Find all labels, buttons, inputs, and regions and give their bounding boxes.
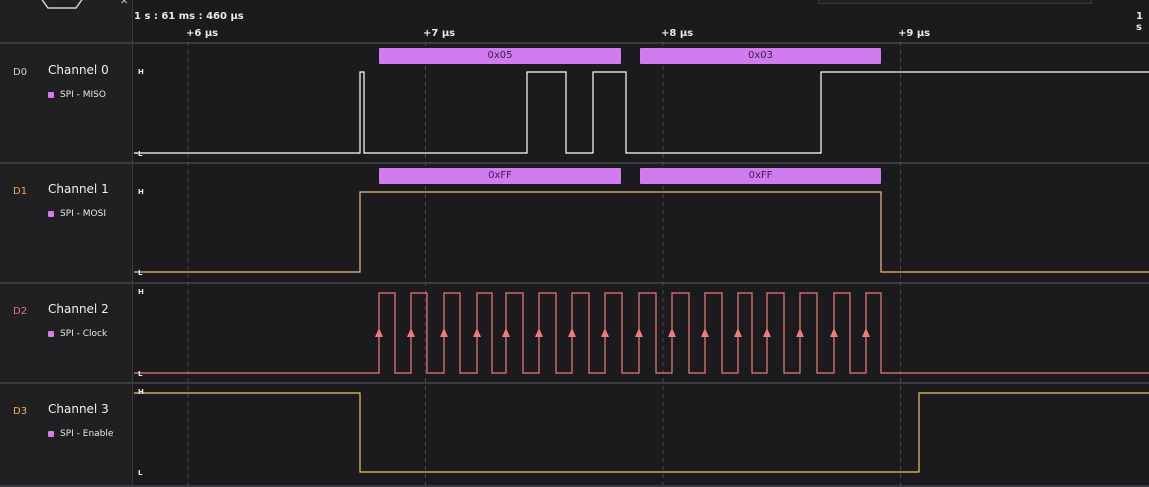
tick-label-7us: +7 µs xyxy=(423,28,456,39)
channel-id: D1 xyxy=(13,186,28,197)
waveform-channel-1 xyxy=(134,191,1149,273)
channel-label-3[interactable]: D3 Channel 3 SPI - Enable xyxy=(0,384,132,485)
rising-edge-marker-8 xyxy=(635,328,643,337)
channel-name[interactable]: Channel 1 xyxy=(48,182,109,196)
analyzer-color-icon xyxy=(48,210,54,217)
decoded-byte-miso-2[interactable]: 0x03 xyxy=(640,48,881,64)
overlay-panel xyxy=(818,0,1092,4)
channel-name[interactable]: Channel 2 xyxy=(48,302,109,316)
level-low-2: L xyxy=(138,370,143,378)
channel-label-1[interactable]: D1 Channel 1 SPI - MOSI xyxy=(0,164,132,284)
clock-trace xyxy=(134,292,1149,374)
rising-edge-marker-0 xyxy=(375,328,383,337)
absolute-time: 1 s : 61 ms : 460 µs xyxy=(134,11,244,22)
channel-row-2[interactable]: D2 Channel 2 SPI - Clock xyxy=(0,282,1149,384)
rising-edge-marker-15 xyxy=(862,328,870,337)
rising-edge-marker-7 xyxy=(601,328,609,337)
right-edge-time: 1 s xyxy=(1136,11,1143,33)
level-low-0: L xyxy=(138,150,143,158)
rising-edge-marker-11 xyxy=(734,328,742,337)
header-left: ✕ xyxy=(0,0,132,42)
rising-edge-marker-6 xyxy=(568,328,576,337)
channel-row-0[interactable]: D0 Channel 0 SPI - MISO xyxy=(0,42,1149,164)
time-header xyxy=(133,0,1149,42)
analyzer-label[interactable]: SPI - MOSI xyxy=(48,209,106,219)
rising-edge-marker-1 xyxy=(407,328,415,337)
channel-name[interactable]: Channel 0 xyxy=(48,63,109,77)
level-high-0: H xyxy=(138,68,144,76)
analyzer-label[interactable]: SPI - MISO xyxy=(48,90,106,100)
decoded-byte-mosi-1[interactable]: 0xFF xyxy=(379,168,621,184)
tick-label-6us: +6 µs xyxy=(186,28,219,39)
channel-panel xyxy=(0,0,132,485)
rising-edge-marker-13 xyxy=(796,328,804,337)
close-icon[interactable]: ✕ xyxy=(120,0,129,7)
rising-edge-marker-10 xyxy=(701,328,709,337)
waveform-channel-3 xyxy=(134,392,1149,473)
rising-edge-marker-4 xyxy=(502,328,510,337)
waveform-channel-2 xyxy=(134,292,1149,374)
rising-edge-marker-12 xyxy=(763,328,771,337)
channel-id: D3 xyxy=(13,406,28,417)
channel-id: D2 xyxy=(13,306,28,317)
tick-label-8us: +8 µs xyxy=(661,28,694,39)
clock-edge-markers xyxy=(375,328,870,337)
level-low-1: L xyxy=(138,269,143,277)
channel-row-1[interactable]: D1 Channel 1 SPI - MOSI xyxy=(0,162,1149,284)
grid-lines xyxy=(187,42,901,485)
rising-edge-marker-5 xyxy=(535,328,543,337)
decoded-byte-miso-1[interactable]: 0x05 xyxy=(379,48,621,64)
analyzer-label[interactable]: SPI - Clock xyxy=(48,329,107,339)
waveform-plot[interactable] xyxy=(132,0,1149,485)
level-high-1: H xyxy=(138,188,144,196)
panel-divider xyxy=(132,0,133,485)
analyzer-label[interactable]: SPI - Enable xyxy=(48,429,113,439)
tick-label-9us: +9 µs xyxy=(898,28,931,39)
enable-trace xyxy=(134,392,1149,473)
analyzer-color-icon xyxy=(48,430,54,437)
level-low-3: L xyxy=(138,469,143,477)
channel-label-2[interactable]: D2 Channel 2 SPI - Clock xyxy=(0,284,132,384)
channel-id: D0 xyxy=(13,67,28,78)
rising-edge-marker-9 xyxy=(668,328,676,337)
channel-name[interactable]: Channel 3 xyxy=(48,402,109,416)
level-high-2: H xyxy=(138,288,144,296)
rising-edge-marker-14 xyxy=(830,328,838,337)
rising-edge-marker-2 xyxy=(440,328,448,337)
level-high-3: H xyxy=(138,388,144,396)
analyzer-color-icon xyxy=(48,330,54,337)
logo-icon xyxy=(41,0,83,9)
rising-edge-marker-3 xyxy=(473,328,481,337)
channel-label-0[interactable]: D0 Channel 0 SPI - MISO xyxy=(0,44,132,164)
decoded-byte-mosi-2[interactable]: 0xFF xyxy=(640,168,881,184)
mosi-trace xyxy=(134,191,1149,273)
waveform-channel-0 xyxy=(134,71,1149,154)
analyzer-color-icon xyxy=(48,91,54,98)
miso-trace xyxy=(134,71,1149,154)
